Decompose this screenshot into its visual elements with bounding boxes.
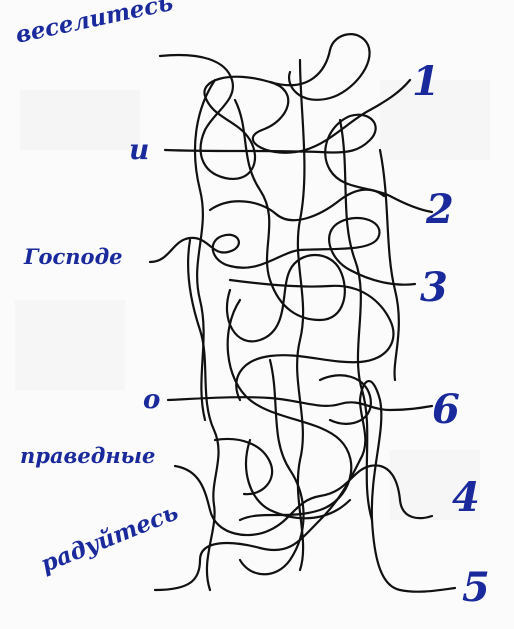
maze-line [340, 120, 372, 520]
maze-line [155, 381, 455, 592]
maze-line [215, 439, 272, 494]
word-o: о [143, 385, 160, 415]
maze-line [210, 190, 384, 221]
maze-line [150, 218, 415, 285]
maze-line [227, 100, 345, 341]
word-gospode: Господе [24, 244, 123, 269]
number-5: 5 [462, 568, 490, 608]
word-pravednye: праведные [20, 443, 155, 468]
number-4: 4 [452, 478, 480, 518]
maze-line [160, 34, 370, 179]
number-6: 6 [432, 390, 460, 430]
maze-line [228, 300, 352, 520]
word-i: и [129, 133, 149, 166]
number-1: 1 [412, 62, 440, 102]
number-3: 3 [420, 268, 448, 308]
maze-line [253, 80, 410, 153]
number-2: 2 [426, 190, 454, 230]
